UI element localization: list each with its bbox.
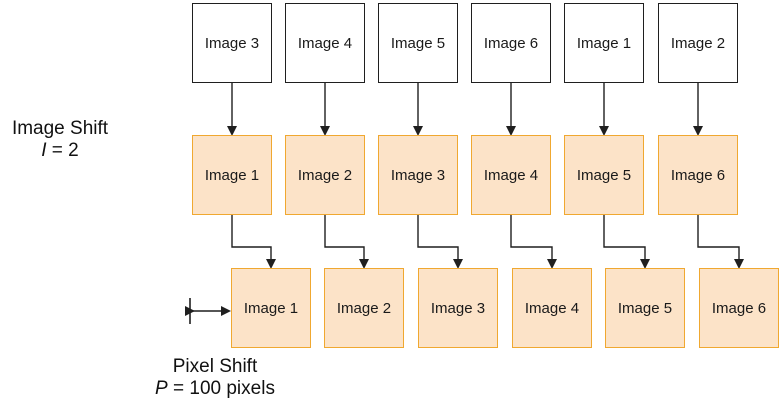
top-image-box-6-label: Image 2: [670, 34, 726, 52]
middle-image-box-5-label: Image 5: [576, 166, 632, 184]
bottom-image-box-1-label: Image 1: [243, 299, 299, 317]
image-shift-rest: = 2: [46, 140, 79, 161]
image-shift-var: I: [41, 140, 47, 161]
bottom-image-box-3: Image 3: [418, 268, 498, 348]
image-shift-label: Image Shift I = 2: [0, 118, 120, 162]
bottom-image-box-6-label: Image 6: [711, 299, 767, 317]
pixel-shift-title: Pixel Shift: [172, 356, 258, 377]
pixel-shift-label: Pixel Shift P = 100 pixels: [130, 356, 300, 400]
top-image-box-6: Image 2: [658, 3, 738, 83]
middle-image-box-2: Image 2: [285, 135, 365, 215]
top-image-box-5-label: Image 1: [576, 34, 632, 52]
top-image-box-3: Image 5: [378, 3, 458, 83]
bottom-image-box-5-label: Image 5: [617, 299, 673, 317]
image-shift-value: I = 2: [0, 140, 120, 162]
top-image-box-4: Image 6: [471, 3, 551, 83]
middle-to-bottom-arrow-4: [510, 215, 557, 269]
middle-image-box-3-label: Image 3: [390, 166, 446, 184]
bottom-image-box-2-label: Image 2: [336, 299, 392, 317]
bottom-image-box-1: Image 1: [231, 268, 311, 348]
middle-image-box-2-label: Image 2: [297, 166, 353, 184]
middle-to-bottom-arrow-1: [231, 215, 276, 269]
image-shift-title: Image Shift: [11, 118, 109, 139]
bottom-image-box-2: Image 2: [324, 268, 404, 348]
pixel-shift-value: P = 100 pixels: [130, 378, 300, 400]
middle-image-box-6-label: Image 6: [670, 166, 726, 184]
middle-to-bottom-arrow-6: [697, 215, 744, 269]
middle-image-box-6: Image 6: [658, 135, 738, 215]
bottom-image-box-3-label: Image 3: [430, 299, 486, 317]
top-image-box-1-label: Image 3: [204, 34, 260, 52]
top-image-box-3-label: Image 5: [390, 34, 446, 52]
middle-image-box-1: Image 1: [192, 135, 272, 215]
bottom-image-box-6: Image 6: [699, 268, 779, 348]
bottom-image-box-5: Image 5: [605, 268, 685, 348]
top-image-box-4-label: Image 6: [483, 34, 539, 52]
top-image-box-2: Image 4: [285, 3, 365, 83]
pixel-shift-rest: = 100 pixels: [167, 378, 275, 399]
top-image-box-5: Image 1: [564, 3, 644, 83]
middle-to-bottom-arrow-5: [603, 215, 650, 269]
middle-to-bottom-arrow-3: [417, 215, 463, 269]
middle-to-bottom-arrow-2: [324, 215, 369, 269]
bottom-image-box-4-label: Image 4: [524, 299, 580, 317]
middle-image-box-3: Image 3: [378, 135, 458, 215]
top-image-box-1: Image 3: [192, 3, 272, 83]
bottom-image-box-4: Image 4: [512, 268, 592, 348]
top-image-box-2-label: Image 4: [297, 34, 353, 52]
middle-image-box-5: Image 5: [564, 135, 644, 215]
middle-image-box-4: Image 4: [471, 135, 551, 215]
pixel-shift-var: P: [155, 378, 168, 399]
middle-image-box-1-label: Image 1: [204, 166, 260, 184]
middle-image-box-4-label: Image 4: [483, 166, 539, 184]
